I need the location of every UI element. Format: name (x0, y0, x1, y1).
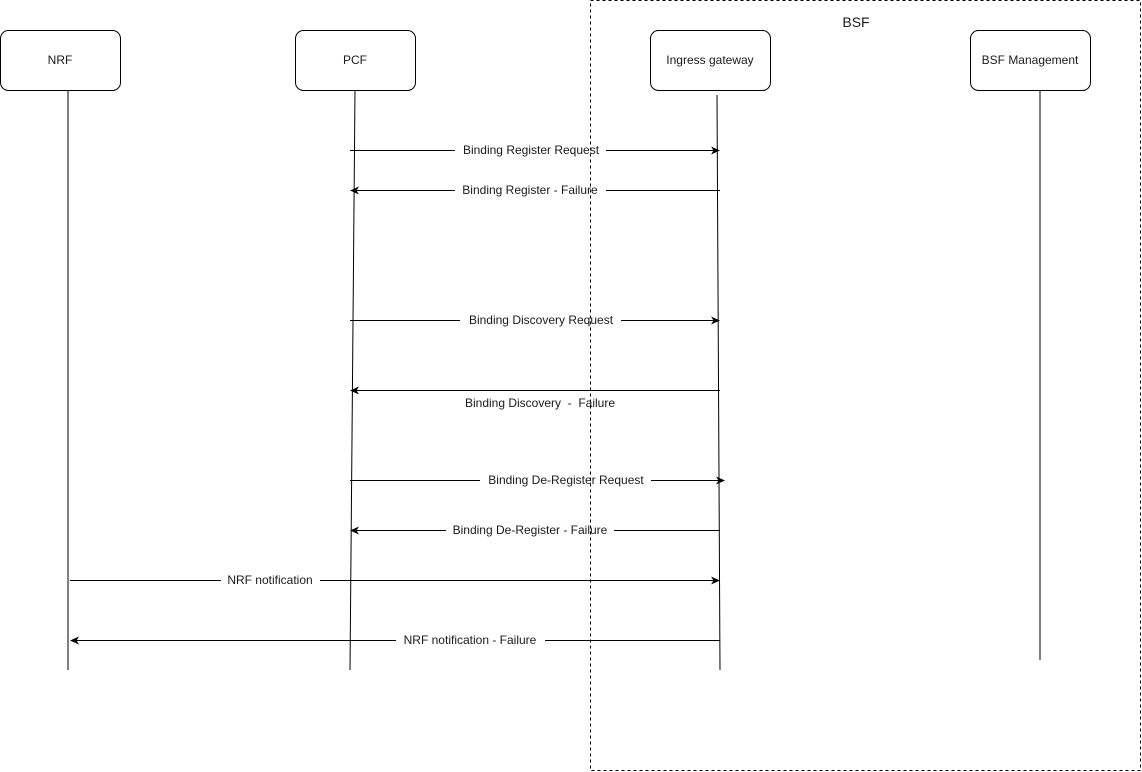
actor-bsf-management-label: BSF Management (982, 53, 1079, 67)
message-binding-de-register-failure[interactable]: Binding De-Register - Failure (350, 523, 720, 537)
actor-pcf-box (295, 30, 416, 91)
lifeline-ingress-gateway (716, 94, 721, 671)
actor-nrf-box (0, 30, 121, 91)
message-binding-register-failure[interactable]: Binding Register - Failure (350, 183, 720, 197)
bsf-group-boundary (590, 0, 1141, 771)
message-label: Binding Discovery - Failure (465, 396, 615, 410)
message-binding-discovery-request[interactable]: Binding Discovery Request (350, 313, 720, 327)
message-nrf-notification[interactable]: NRF notification (70, 573, 720, 587)
message-label: NRF notification - Failure (404, 633, 537, 647)
message-nrf-notification-failure[interactable]: NRF notification - Failure (70, 633, 720, 647)
actor-bsf-management[interactable]: BSF Management (970, 30, 1091, 91)
message-label: Binding Discovery Request (469, 313, 614, 327)
message-label: NRF notification (227, 573, 312, 587)
actor-ingress-gateway[interactable]: Ingress gateway (650, 30, 771, 91)
message-binding-de-register-request[interactable]: Binding De-Register Request (350, 473, 725, 487)
message-label: Binding Register - Failure (462, 183, 598, 197)
message-binding-discovery-failure[interactable]: Binding Discovery - Failure (350, 386, 720, 411)
actor-nrf[interactable]: NRF (0, 30, 121, 91)
lifeline-pcf (349, 89, 356, 671)
message-label: Binding Register Request (463, 143, 600, 157)
actor-pcf[interactable]: PCF (295, 30, 416, 91)
actor-ingress-gateway-label: Ingress gateway (666, 53, 753, 67)
actor-ingress-gateway-box (650, 30, 771, 91)
actor-pcf-label: PCF (343, 53, 367, 67)
actor-nrf-label: NRF (48, 53, 73, 67)
actor-bsf-management-box (970, 30, 1091, 91)
message-label: Binding De-Register Request (488, 473, 644, 487)
message-label: Binding De-Register - Failure (453, 523, 608, 537)
bsf-group-label: BSF (842, 14, 869, 30)
message-binding-register-request[interactable]: Binding Register Request (350, 143, 720, 157)
